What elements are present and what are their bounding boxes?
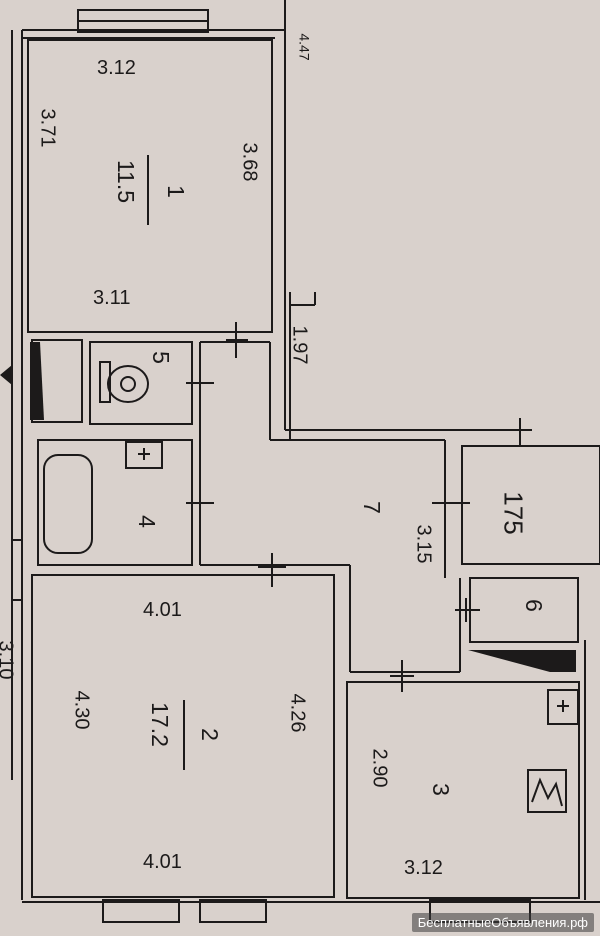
room-3-bottom-dim: 3.12 — [404, 857, 443, 879]
niche-dim: 175 — [498, 491, 529, 535]
room-2-area: 17.2 — [146, 702, 173, 747]
room-7-number: 7 — [358, 501, 385, 514]
room-4-number: 4 — [133, 515, 160, 528]
room-2-number: 2 — [196, 728, 223, 741]
left-edge-dim: 3.10 — [0, 640, 17, 680]
room-2-top-dim: 4.01 — [143, 599, 182, 621]
room-1-right-dim: 3.68 — [238, 142, 261, 182]
niche-outline — [461, 445, 600, 565]
room-1-top-dim: 3.12 — [97, 57, 136, 79]
corner-dim: 4.47 — [296, 33, 313, 61]
room-3-outline — [346, 681, 580, 899]
stove — [527, 769, 567, 813]
room-2-outline — [31, 574, 335, 898]
window-bottom-left — [102, 899, 180, 923]
room-2-bottom-dim: 4.01 — [143, 851, 182, 873]
balcony-dim: 1.97 — [288, 325, 311, 365]
watermark: БесплатныеОбъявления.рф — [411, 913, 594, 932]
room-1-bottom-dim: 3.11 — [93, 287, 131, 309]
room-6-number: 6 — [520, 599, 547, 612]
room-3-left-dim: 2.90 — [368, 748, 391, 788]
room-7-dim: 3.15 — [412, 524, 435, 564]
room-5-number: 5 — [147, 351, 174, 364]
room-1-area: 11.5 — [113, 159, 140, 204]
bathtub — [43, 454, 93, 554]
window-bottom-middle — [199, 899, 267, 923]
room-2-right-dim: 4.26 — [286, 693, 309, 733]
room-2-left-dim: 4.30 — [70, 690, 93, 730]
room-1-number: 1 — [162, 185, 189, 198]
room-1-left-dim: 3.71 — [36, 108, 59, 148]
room-3-number: 3 — [427, 783, 454, 796]
